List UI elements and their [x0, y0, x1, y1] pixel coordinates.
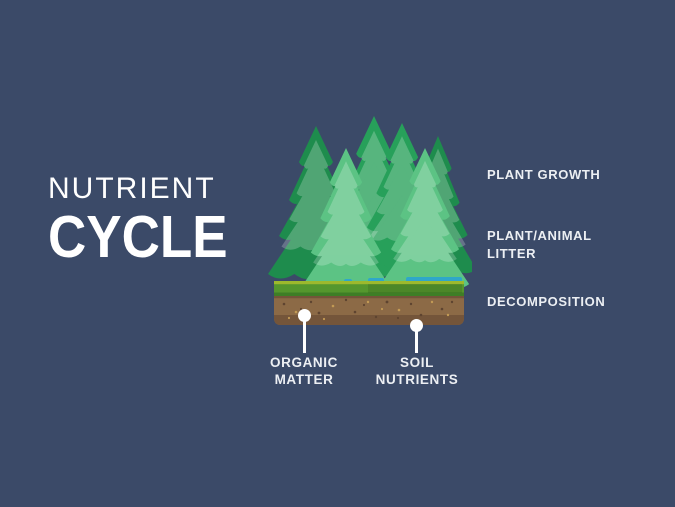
soil-speckles-dark [282, 298, 454, 320]
callout-line [303, 320, 306, 353]
stage-label-plant-animal-litter: PLANT/ANIMAL LITTER [487, 228, 592, 261]
callout-label-organic-matter: ORGANIC MATTER [270, 355, 338, 387]
title-line2: CYCLE [48, 204, 228, 271]
grass-shadow-line [274, 292, 464, 296]
tree-shadow [368, 284, 462, 293]
callout-label-soil-nutrients: SOIL NUTRIENTS [375, 355, 459, 387]
grass-layer [274, 281, 464, 296]
forest-soil-illustration [256, 106, 472, 325]
stage-label-plant-growth: PLANT GROWTH [487, 167, 601, 182]
soil-top-line [274, 296, 464, 299]
stage-label-decomposition: DECOMPOSITION [487, 294, 606, 309]
callout-pin-icon [298, 309, 311, 322]
callout-pin-icon [410, 319, 423, 332]
page-title: NUTRIENT CYCLE [48, 172, 228, 267]
title-line1: NUTRIENT [48, 172, 216, 205]
callout-line [415, 330, 418, 353]
grass-top-edge [274, 281, 464, 285]
